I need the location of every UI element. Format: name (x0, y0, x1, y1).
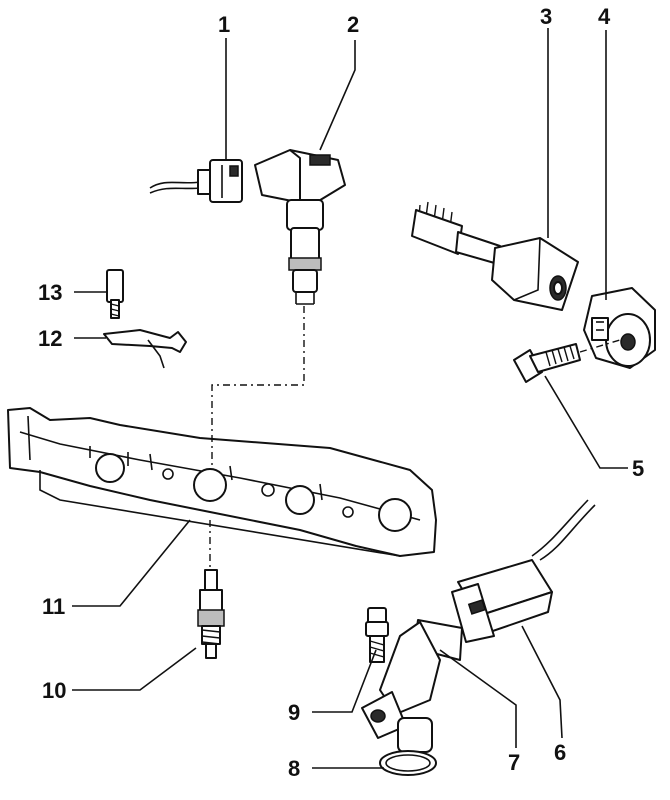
part-10-spark-plug (197, 569, 225, 659)
leader-lines (72, 28, 628, 769)
callout-labels: 1 2 3 4 5 6 7 8 9 10 11 12 13 (38, 4, 644, 781)
callout-7: 7 (508, 750, 520, 775)
part-7-camshaft-sensor (361, 619, 463, 753)
callout-2: 2 (347, 12, 359, 37)
part-4-knock-sensor (583, 287, 656, 369)
callout-12: 12 (38, 326, 62, 351)
part-3-harness-connector (411, 201, 579, 311)
part-12-clip (103, 329, 187, 369)
part-5-bolt (513, 339, 621, 383)
alignment-lines (209, 306, 305, 570)
part-2-ignition-coil (254, 149, 346, 305)
callout-8: 8 (288, 756, 300, 781)
callout-6: 6 (554, 740, 566, 765)
callout-1: 1 (218, 12, 230, 37)
callout-4: 4 (598, 4, 611, 29)
part-8-o-ring (379, 750, 437, 776)
callout-5: 5 (632, 456, 644, 481)
part-13-pin (106, 269, 124, 319)
part-11-head-cover (7, 407, 437, 557)
callout-11: 11 (42, 594, 65, 619)
callout-9: 9 (288, 700, 300, 725)
callout-13: 13 (38, 280, 62, 305)
callout-3: 3 (540, 4, 552, 29)
callout-10: 10 (42, 678, 66, 703)
part-1-connector (149, 159, 243, 203)
part-9-screw (365, 607, 389, 663)
part-6-cable-connector (451, 499, 596, 643)
